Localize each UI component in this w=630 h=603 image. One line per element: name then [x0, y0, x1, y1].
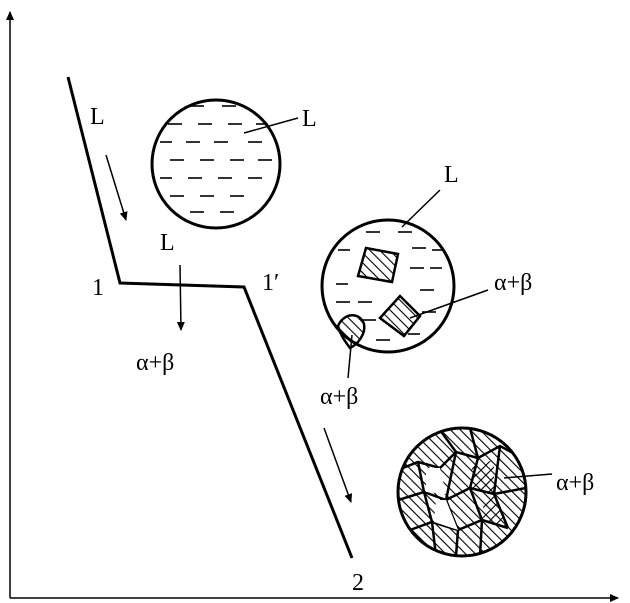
curve-label-liquid-2: L [160, 230, 175, 256]
arrow-cooling-liquid [105, 154, 128, 221]
point-label-1-prime: 1′ [262, 270, 279, 296]
partial-liquid-dashes [336, 231, 444, 341]
solid-outline [396, 426, 528, 558]
leader-circle3-solid [503, 473, 553, 479]
leader-circle1-liquid [243, 117, 299, 134]
grain-boundaries [398, 428, 526, 556]
point-label-2: 2 [352, 570, 364, 596]
circle1-label-liquid: L [302, 106, 317, 132]
circle2-label-solid-right: α+β [494, 270, 532, 296]
leader-circle2-liquid [401, 189, 441, 228]
arrow-cooling-solid [323, 427, 353, 503]
circle-fully-solid: α+β [396, 426, 594, 558]
crystal-1 [356, 246, 400, 284]
curve-label-liquid: L [90, 104, 105, 130]
curve-label-solid: α+β [136, 350, 174, 376]
leader-circle2-solid-right [409, 289, 489, 319]
arrow-solidify [176, 264, 185, 331]
circle-partial-solid: L α+β α+β [320, 162, 532, 410]
circle-liquid: L [150, 98, 317, 230]
crystal-2 [378, 294, 422, 338]
cooling-curve [66, 76, 354, 559]
crystal-3 [336, 314, 366, 350]
axes [5, 11, 619, 602]
point-label-1: 1 [92, 275, 104, 301]
grain-light-patches [426, 460, 508, 530]
leader-circle2-solid-bottom [347, 334, 353, 379]
liquid-dashes [160, 105, 272, 213]
circle2-label-solid-bottom: α+β [320, 384, 358, 410]
circle2-label-liquid: L [444, 162, 459, 188]
circle3-label-solid: α+β [556, 470, 594, 496]
